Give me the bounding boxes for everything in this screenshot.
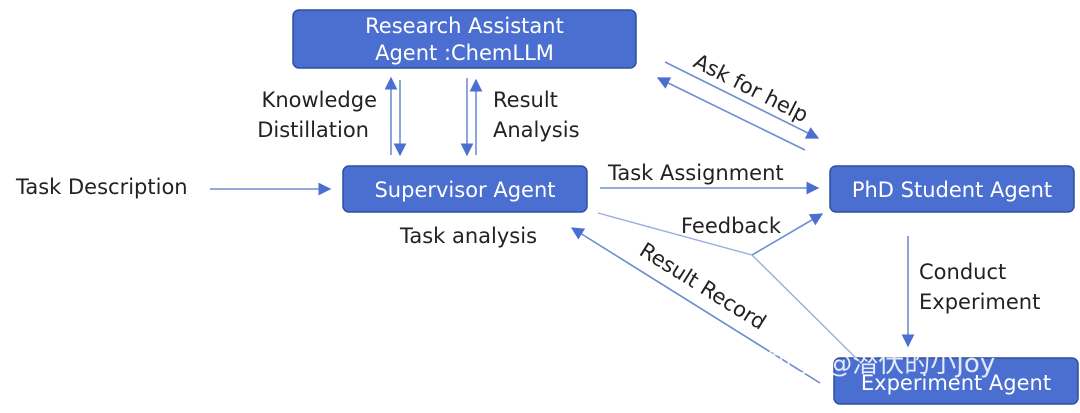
node-supervisor: Supervisor Agent	[342, 165, 588, 213]
label-feedback: Feedback	[681, 214, 782, 238]
edge-result-record	[570, 227, 821, 384]
label-task-assignment: Task Assignment	[607, 161, 784, 185]
edge-feedback	[751, 213, 824, 256]
label-task-description: Task Description	[15, 175, 188, 199]
node-supervisor-label: Supervisor Agent	[374, 178, 555, 202]
node-phd-student-label: PhD Student Agent	[852, 178, 1052, 202]
label-knowledge-distillation-line-1: Knowledge	[262, 88, 377, 112]
label-result-analysis-line-2: Analysis	[493, 118, 580, 142]
node-experiment: Experiment Agent	[833, 357, 1079, 405]
watermark: 知乎 @潜伏的小Joy	[766, 349, 995, 379]
label-result-analysis-line-1: Result	[493, 88, 558, 112]
edge-ask-for-help-return	[656, 77, 806, 151]
label-ask-for-help: Ask for help	[690, 49, 812, 127]
node-experiment-label: Experiment Agent	[861, 371, 1051, 395]
edge-feedback-to-experiment	[751, 254, 861, 363]
node-research-assistant-line-1: Research Assistant	[365, 14, 564, 38]
node-phd-student: PhD Student Agent	[829, 165, 1075, 213]
edge-ask-for-help	[664, 61, 820, 139]
node-research-assistant: Research Assistant Agent :ChemLLM	[292, 9, 637, 69]
label-knowledge-distillation-line-2: Distillation	[257, 118, 369, 142]
edge-feedback-from-supervisor	[597, 212, 753, 256]
label-conduct-experiment-line-2: Experiment	[919, 290, 1040, 314]
label-task-analysis: Task analysis	[399, 224, 537, 248]
label-conduct-experiment-line-1: Conduct	[919, 260, 1006, 284]
node-research-assistant-line-2: Agent :ChemLLM	[375, 41, 554, 65]
label-result-record: Result Record	[635, 238, 770, 335]
